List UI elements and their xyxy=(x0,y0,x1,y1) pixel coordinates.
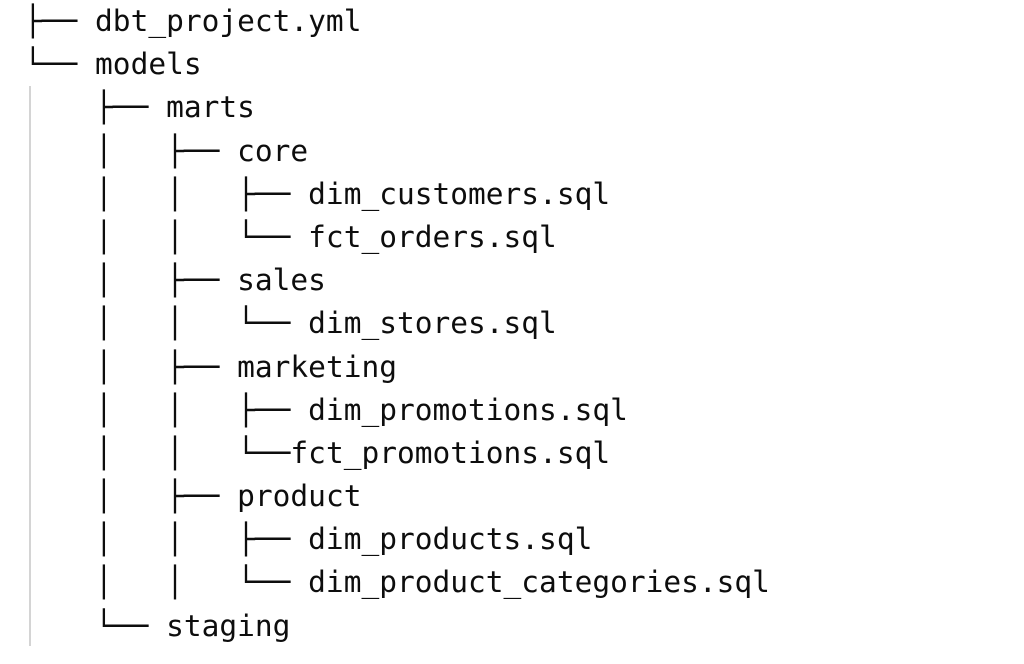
tree-entry-name: dim_customers.sql xyxy=(308,176,611,211)
tree-branch-prefix: │ ├── xyxy=(24,479,238,514)
tree-entry-name: product xyxy=(237,479,362,514)
tree-entry-name: dim_stores.sql xyxy=(308,306,557,341)
tree-entry-name: dim_products.sql xyxy=(308,522,593,557)
tree-branch-prefix: │ │ └── xyxy=(24,565,309,600)
tree-entry-name: marketing xyxy=(237,349,397,384)
indent-guide-line xyxy=(29,86,31,646)
tree-line: │ │ └── dim_product_categories.sql xyxy=(24,561,1024,604)
tree-line: │ │ ├── dim_customers.sql xyxy=(24,173,1024,216)
tree-branch-prefix: │ │ └── xyxy=(24,435,291,470)
tree-line: │ ├── product xyxy=(24,475,1024,518)
tree-entry-name: dbt_project.yml xyxy=(95,4,362,38)
tree-branch-prefix: │ │ └── xyxy=(24,219,309,254)
tree-line: │ ├── core xyxy=(24,130,1024,173)
tree-line: │ │ ├── dim_promotions.sql xyxy=(24,389,1024,432)
tree-branch-prefix: │ │ └── xyxy=(24,306,309,341)
tree-branch-prefix: └── xyxy=(24,608,167,643)
tree-branch-prefix: └── xyxy=(24,47,96,82)
tree-entry-name: fct_orders.sql xyxy=(308,219,557,254)
tree-branch-prefix: │ ├── xyxy=(24,263,238,298)
tree-entry-name: sales xyxy=(237,263,326,298)
tree-entry-name: models xyxy=(95,47,202,82)
tree-branch-prefix: │ ├── xyxy=(24,133,238,168)
tree-entry-name: fct_promotions.sql xyxy=(290,435,611,470)
tree-line: ├── dbt_project.yml xyxy=(24,0,1024,43)
tree-line: ├── marts xyxy=(24,86,1024,129)
tree-line: └── models xyxy=(24,43,1024,86)
tree-branch-prefix: ├── xyxy=(24,90,167,125)
tree-line: │ ├── marketing xyxy=(24,346,1024,389)
tree-entry-name: staging xyxy=(166,608,291,643)
tree-line: │ │ └── dim_stores.sql xyxy=(24,302,1024,345)
tree-line: │ │ └── fct_orders.sql xyxy=(24,216,1024,259)
tree-entry-name: dim_promotions.sql xyxy=(308,392,628,427)
tree-branch-prefix: │ ├── xyxy=(24,349,238,384)
tree-entry-name: core xyxy=(237,133,309,168)
tree-branch-prefix: │ │ ├── xyxy=(24,392,309,427)
tree-entry-name: marts xyxy=(166,90,255,125)
tree-line: └── staging xyxy=(24,605,1024,648)
tree-entry-name: dim_product_categories.sql xyxy=(308,565,770,600)
tree-branch-prefix: │ │ ├── xyxy=(24,522,309,557)
tree-branch-prefix: ├── xyxy=(24,4,96,38)
tree-line: │ │ ├── dim_products.sql xyxy=(24,518,1024,561)
tree-line: │ │ └──fct_promotions.sql xyxy=(24,432,1024,475)
tree-branch-prefix: │ │ ├── xyxy=(24,176,309,211)
tree-line: │ ├── sales xyxy=(24,259,1024,302)
